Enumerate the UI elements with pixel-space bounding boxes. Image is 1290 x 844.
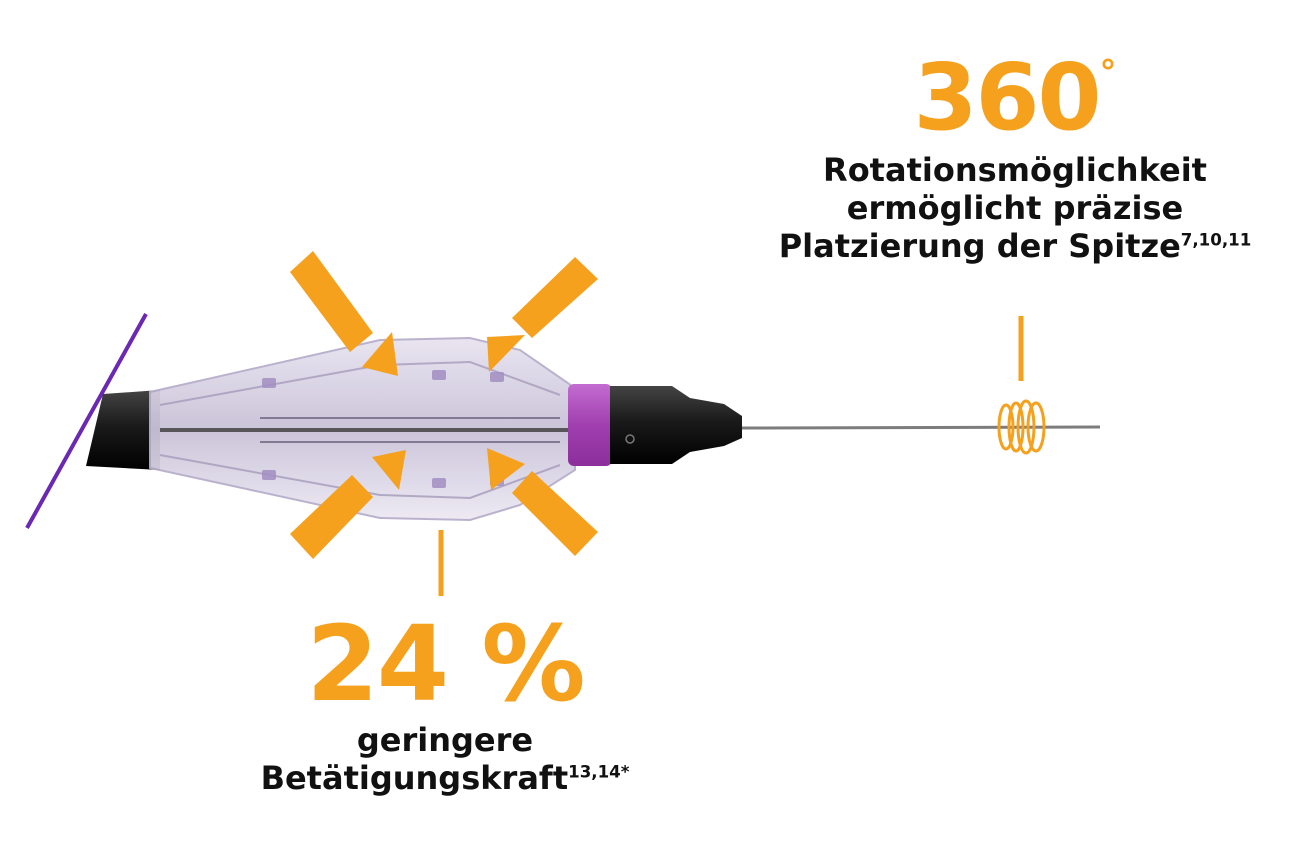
rotation-line-3: Platzierung der Spitze7,10,11: [778, 226, 1252, 265]
magenta-band: [568, 384, 612, 466]
arrow-icon: [487, 257, 598, 372]
distal-hub: [610, 386, 742, 464]
degree-symbol: °: [1099, 53, 1117, 93]
arrow-icon: [290, 450, 406, 559]
needle: [741, 425, 1101, 430]
force-line-1: geringere: [356, 721, 534, 759]
rotation-line-2: ermöglicht präzise: [846, 188, 1184, 227]
rotation-callout: 360° Rotationsmöglichkeit ermöglicht prä…: [735, 52, 1290, 265]
arrow-icon: [487, 448, 598, 556]
rotation-line-1: Rotationsmöglichkeit: [823, 151, 1207, 189]
rotation-icon: [997, 399, 1046, 455]
rotation-footnote-refs: 7,10,11: [1180, 229, 1252, 249]
proximal-shaft: [86, 390, 160, 470]
handle-bumps: [262, 370, 504, 488]
hub-marker: [625, 434, 635, 444]
force-footnote-refs: 13,14*: [568, 762, 630, 782]
rotation-value: 360°: [913, 44, 1117, 151]
force-callout: 24 % geringere Betätigungskraft13,14*: [210, 612, 680, 798]
force-value: 24 %: [306, 603, 585, 725]
arrow-icon: [290, 251, 398, 376]
force-line-2: Betätigungskraft13,14*: [260, 758, 630, 797]
cut-line: [25, 313, 148, 529]
